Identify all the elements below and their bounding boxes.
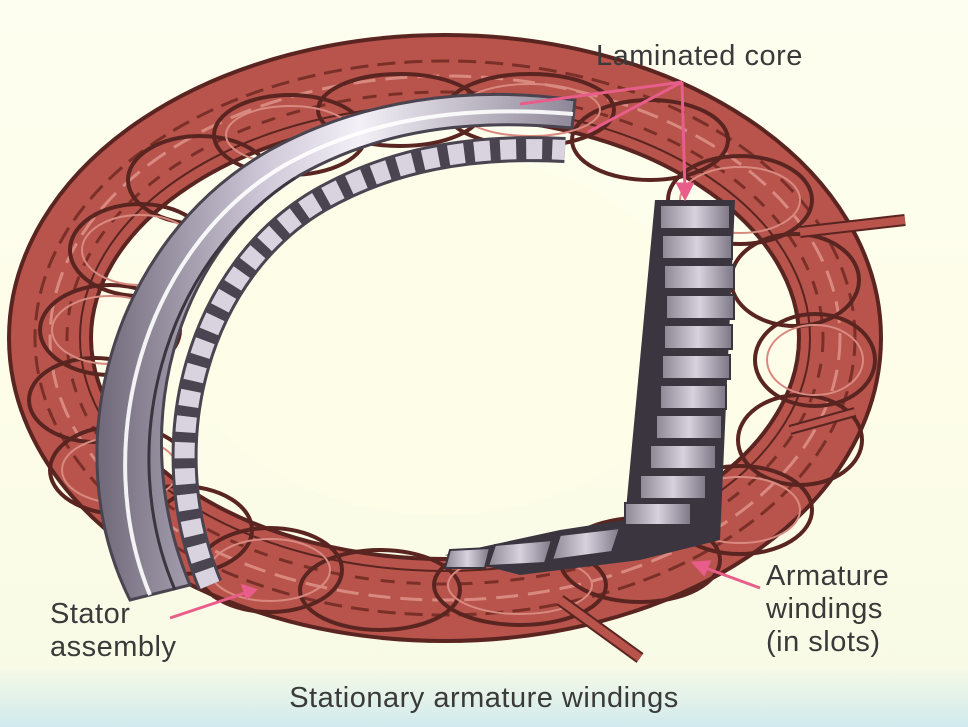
armature-windings-line-2: windings xyxy=(766,593,889,626)
armature-windings-label: Armature windings (in slots) xyxy=(766,560,889,658)
armature-windings-line-1: Armature xyxy=(766,560,889,593)
armature-windings-line-3: (in slots) xyxy=(766,626,889,659)
stator-assembly-line-1: Stator xyxy=(50,598,177,631)
stator-assembly-label: Stator assembly xyxy=(50,598,177,664)
laminated-core-text: Laminated core xyxy=(596,40,803,73)
stator-assembly-line-2: assembly xyxy=(50,631,177,664)
stator-bore xyxy=(185,155,695,515)
laminated-core-label: Laminated core xyxy=(596,40,803,73)
figure-caption: Stationary armature windings xyxy=(0,682,968,715)
